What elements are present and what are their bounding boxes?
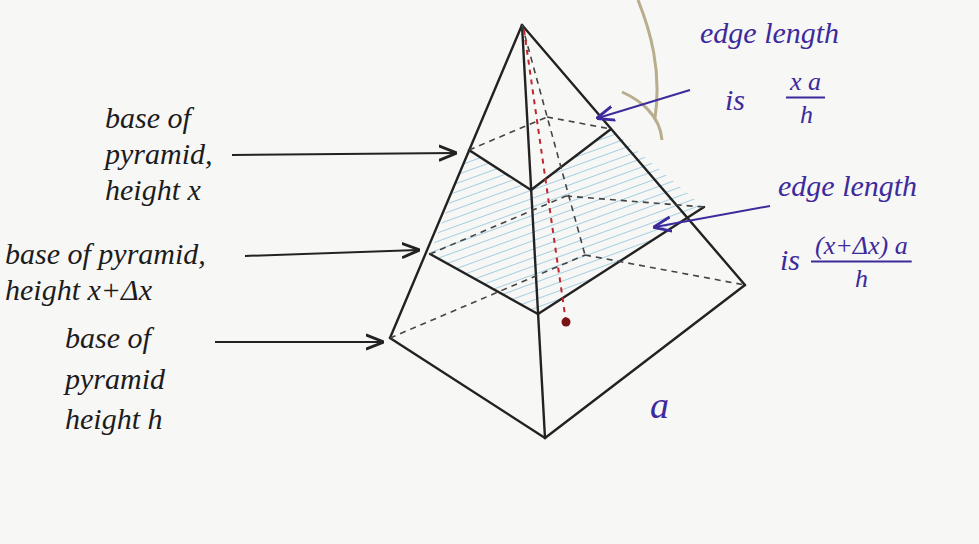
- edge-length-label: edge length: [700, 15, 839, 51]
- leader-arrows: [215, 90, 770, 342]
- edge-length-label: h: [855, 265, 868, 294]
- edge-length-label: edge length: [778, 168, 917, 204]
- level-label: base of pyramid, height x: [105, 100, 265, 208]
- fraction-bar: [811, 261, 912, 263]
- hidden-edges: [390, 25, 745, 338]
- base-edge-label: a: [650, 385, 669, 427]
- fraction-bar: [786, 97, 825, 99]
- edge-length-label: is: [780, 242, 800, 278]
- edge-length-label: x a: [790, 68, 821, 97]
- edge-length-label: is: [725, 82, 745, 118]
- edge-length-label: (x+Δx) a: [815, 232, 908, 261]
- base-center-dot: [562, 318, 571, 327]
- stray-pencil-mark: [622, 0, 662, 140]
- height-line: [524, 30, 566, 322]
- pyramid-outline: [390, 25, 745, 438]
- slab-shading: [430, 129, 704, 314]
- level-label: base of pyramid, height x+Δx: [5, 236, 235, 308]
- edge-length-label: h: [800, 101, 813, 130]
- level-label: base of pyramid height h: [65, 318, 215, 440]
